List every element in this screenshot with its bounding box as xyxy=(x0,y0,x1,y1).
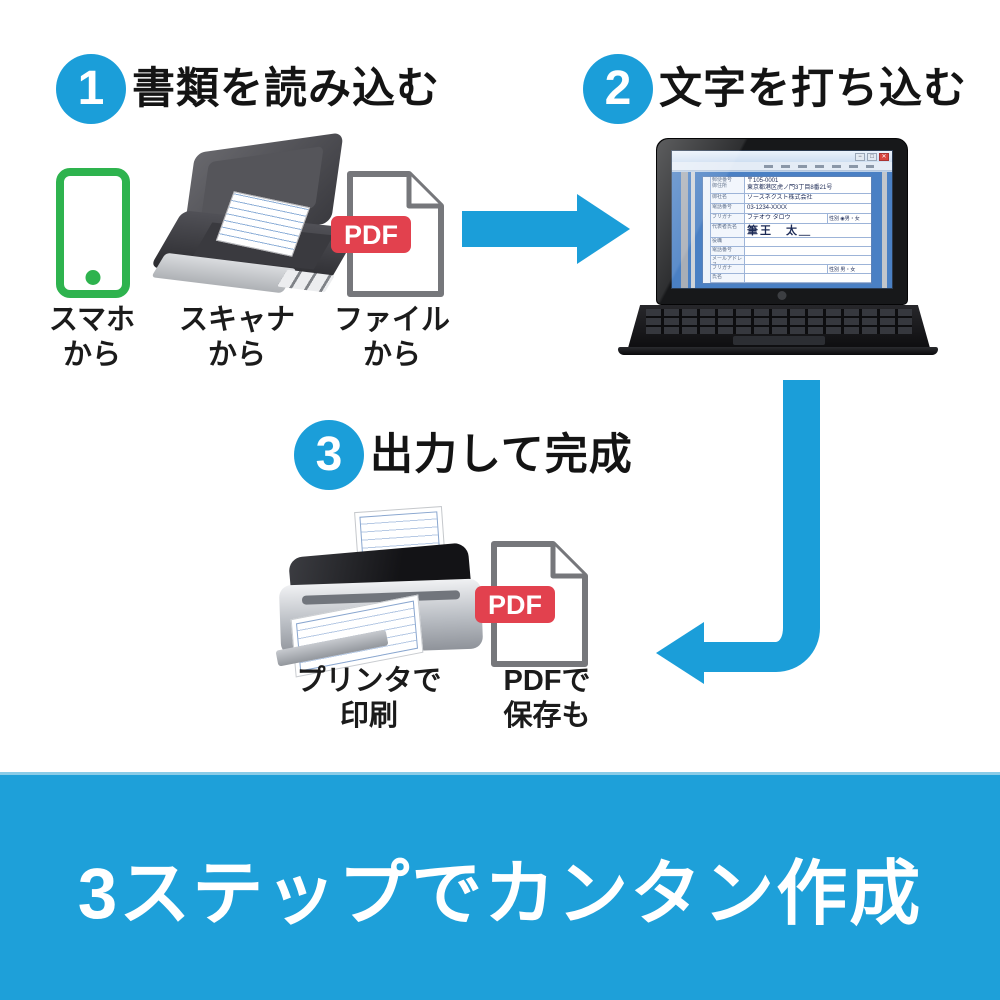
step-2-badge: 2 xyxy=(583,54,653,124)
minimize-button-icon: − xyxy=(855,152,865,161)
smartphone-icon xyxy=(56,168,130,298)
app-window-titlebar: − □ ✕ xyxy=(672,151,892,162)
step-3-title: 出力して完成 xyxy=(370,431,633,479)
form-name-value: 筆王 太＿ xyxy=(747,224,812,237)
app-toolbar xyxy=(672,162,892,171)
label-from-scanner: スキャナ から xyxy=(178,304,295,371)
laptop-keyboard xyxy=(628,305,930,348)
step-2-title: 文字を打ち込む xyxy=(659,65,967,113)
laptop-icon: − □ ✕ 郵便番号 御住所〒105-0001 東京都港区虎ノ門3丁目8番21号… xyxy=(656,138,908,305)
bottom-banner: 3ステップでカンタン作成 xyxy=(0,772,1000,1000)
form-address-value: 〒105-0001 東京都港区虎ノ門3丁目8番21号 xyxy=(747,178,833,192)
address-form: 郵便番号 御住所〒105-0001 東京都港区虎ノ門3丁目8番21号 御社名ソー… xyxy=(702,176,872,284)
pdf-badge-label: PDF xyxy=(488,590,542,620)
arrow-down-left-icon xyxy=(700,380,820,672)
step-3-badge: 3 xyxy=(294,420,364,490)
printer-icon xyxy=(275,490,488,678)
pdf-file-icon: PDF xyxy=(474,540,600,668)
maximize-button-icon: □ xyxy=(867,152,877,161)
label-from-smartphone: スマホ から xyxy=(48,304,136,371)
arrow-right-icon xyxy=(462,211,578,247)
pdf-file-icon: PDF xyxy=(330,170,456,298)
pdf-badge-label: PDF xyxy=(344,220,398,250)
form-company-value: ソースネクスト株式会社 xyxy=(747,194,813,201)
label-from-file: ファイル から xyxy=(333,304,450,371)
step-1-title: 書類を読み込む xyxy=(132,65,440,113)
form-phone-value: 03-1234-XXXX xyxy=(747,204,788,211)
app-window-body: 郵便番号 御住所〒105-0001 東京都港区虎ノ門3丁目8番21号 御社名ソー… xyxy=(672,172,892,288)
webcam-icon xyxy=(777,291,787,300)
phone-home-button-icon xyxy=(85,270,101,285)
banner-headline: 3ステップでカンタン作成 xyxy=(77,854,923,934)
scanner-icon xyxy=(150,132,360,302)
label-print-with-printer: プリンタで 印刷 xyxy=(296,665,442,732)
close-button-icon: ✕ xyxy=(879,152,889,161)
label-save-as-pdf: PDFで 保存も xyxy=(503,665,591,732)
step-1-badge: 1 xyxy=(56,54,126,124)
laptop-display: − □ ✕ 郵便番号 御住所〒105-0001 東京都港区虎ノ門3丁目8番21号… xyxy=(671,150,893,289)
scrollbar xyxy=(882,172,887,288)
